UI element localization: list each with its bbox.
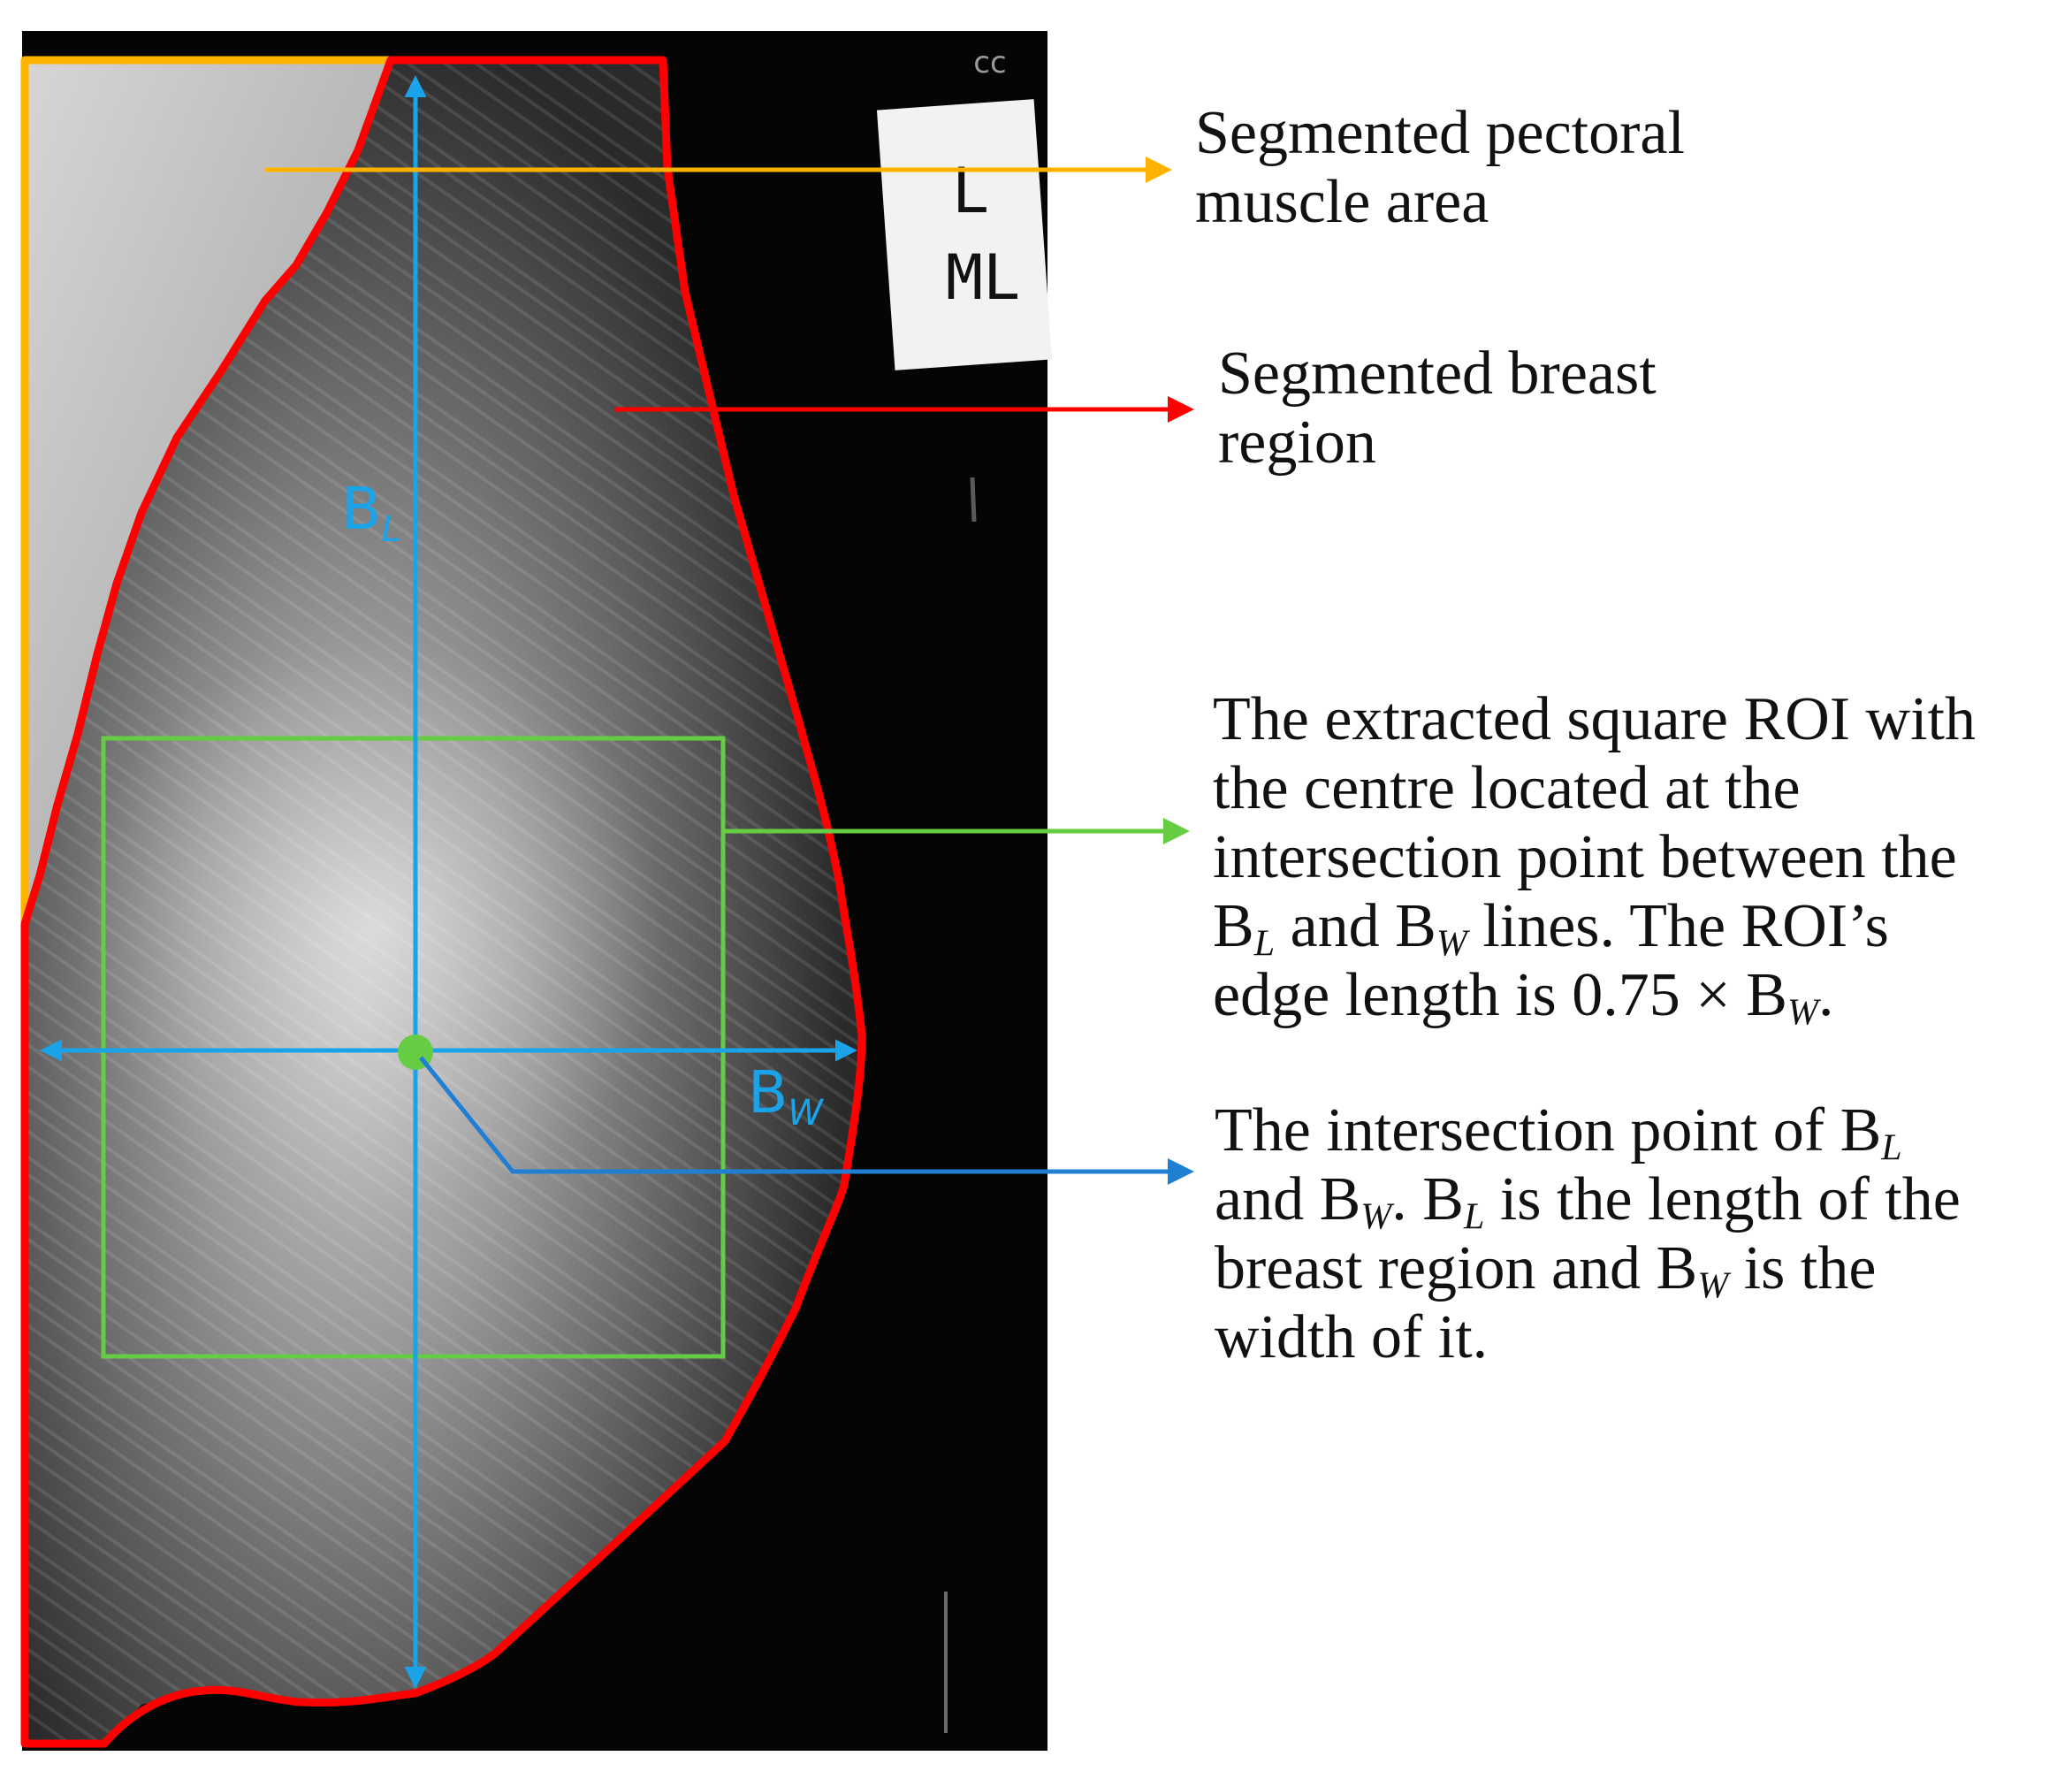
- breast-annotation: Segmented breast region: [1218, 340, 1657, 477]
- pectoral-annotation: Segmented pectoral muscle area: [1195, 99, 1685, 236]
- intersection-annotation: The intersection point of BL and BW. BL …: [1215, 1096, 1961, 1371]
- film-marker-label: [876, 99, 1053, 370]
- film-marker: L ML ᴄᴄ: [876, 45, 1053, 370]
- breast-outline: [20, 56, 866, 1748]
- bw-label: BW: [748, 1058, 824, 1134]
- roi-annotation: The extracted square ROI with the centre…: [1213, 685, 1977, 1034]
- intersection-pointer-arrow: [419, 1056, 1194, 1185]
- film-marker-view: ML: [946, 241, 1020, 314]
- film-scratch-right: [970, 477, 977, 523]
- film-marker-side: L: [952, 155, 989, 227]
- breast-fibres: [25, 60, 862, 1744]
- bl-label: BL: [341, 475, 401, 550]
- film-corner-mark: ᴄᴄ: [973, 45, 1006, 80]
- pectoral-muscle: [25, 60, 391, 924]
- pectoral-outline: [20, 56, 391, 924]
